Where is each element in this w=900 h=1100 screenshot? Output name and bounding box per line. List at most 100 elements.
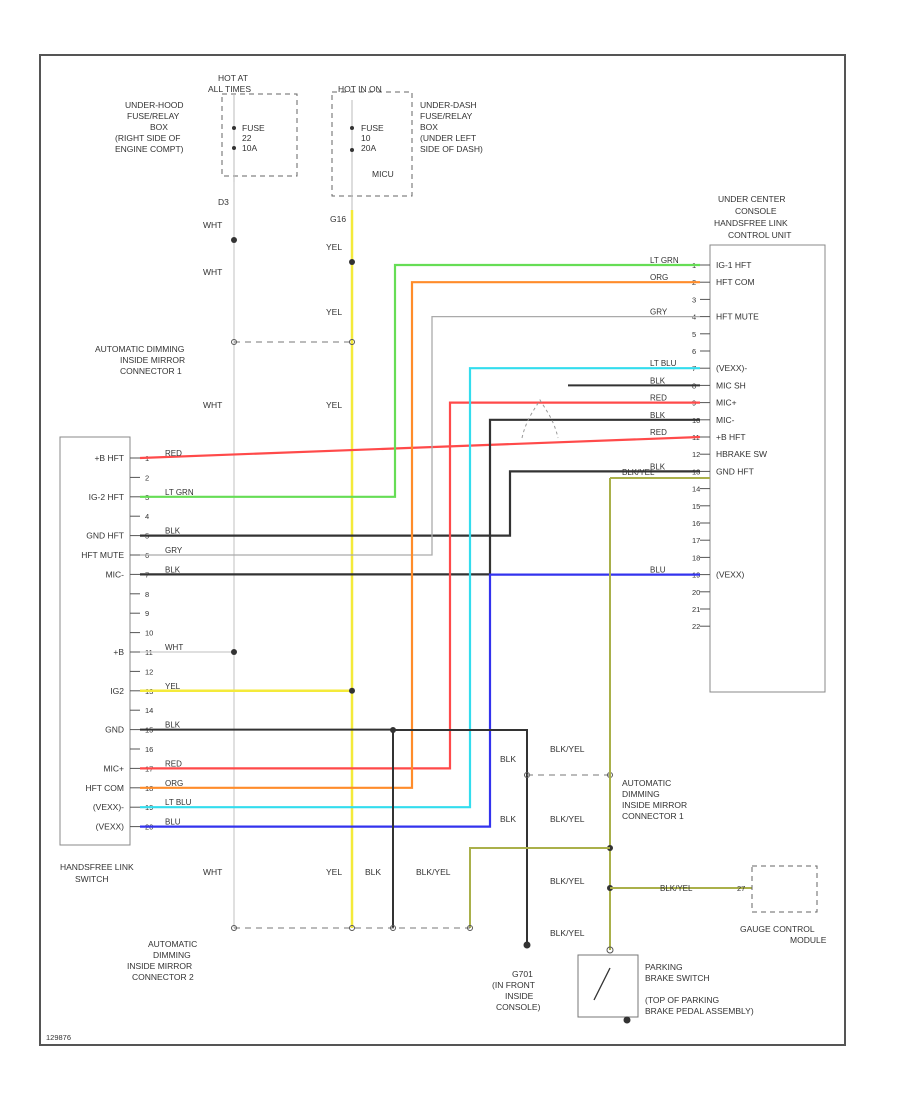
cu-pin-7-label: (VEXX)- (716, 363, 747, 373)
sw-pin-15-label: GND (105, 725, 124, 735)
mirror-conn2-label-3: INSIDE MIRROR (127, 961, 192, 971)
underhood-loc-3: BOX (150, 122, 168, 132)
handsfree-control-unit: UNDER CENTER CONSOLE HANDSFREE LINK CONT… (692, 194, 826, 693)
sw-pin-17-label: MIC+ (103, 763, 124, 773)
sw-pin-13-label: IG2 (110, 686, 124, 696)
cu-pin-2-label: HFT COM (716, 277, 755, 287)
diagram-frame (39, 54, 846, 1046)
mirror-conn1-label-2: INSIDE MIRROR (120, 355, 185, 365)
wire-sw18-color-label: ORG (165, 779, 183, 788)
sw-pin-20-label: (VEXX) (96, 822, 125, 832)
sw-pin-12-number: 12 (145, 667, 153, 676)
mirror-conn2-pin-wht (231, 925, 237, 931)
fuse-10-number: 10 (361, 133, 371, 143)
wire-cu1-color-label: LT GRN (650, 256, 679, 265)
blk-yel-pin12-label: BLK/YEL (622, 468, 655, 477)
switch-title-2: SWITCH (75, 874, 109, 884)
underdash-loc-4: (UNDER LEFT (420, 133, 476, 143)
blk-yel-label-4: BLK/YEL (550, 928, 585, 938)
control-unit-title-2: CONTROL UNIT (728, 230, 791, 240)
yel-label-2: YEL (326, 307, 342, 317)
cu-pin-4-label: HFT MUTE (716, 312, 759, 322)
blk-yel-label-3: BLK/YEL (550, 876, 585, 886)
underhood-loc-5: ENGINE COMPT) (115, 144, 184, 154)
parking-label-3: (TOP OF PARKING (645, 995, 719, 1005)
cu-pin-18-number: 18 (692, 553, 700, 562)
wire-sw5-color-label: BLK (165, 527, 181, 536)
mirror-conn2-label-4: CONNECTOR 2 (132, 972, 194, 982)
wht-label-3: WHT (203, 400, 222, 410)
wire-sw17-color-label: RED (165, 759, 182, 768)
sw-pin-3-label: IG-2 HFT (89, 492, 124, 502)
mirror-conn2-label-2: DIMMING (153, 950, 191, 960)
wire-cu13-color-label: BLK (650, 462, 666, 471)
sw-pin-19-label: (VEXX)- (93, 802, 124, 812)
sw-pin-18-label: HFT COM (85, 783, 124, 793)
underdash-loc-2: FUSE/RELAY (420, 111, 473, 121)
parking-brake-top-pin (606, 946, 614, 954)
underdash-terminal-g16: G16 (330, 214, 346, 224)
mirror-conn1b-label-2: DIMMING (622, 789, 660, 799)
underhood-terminal-d3: D3 (218, 197, 229, 207)
g701-label-1: G701 (512, 969, 533, 979)
underdash-fuse-box: HOT IN ON FUSE 10 20A MICU UNDER-DASH FU… (330, 84, 483, 224)
wire-sw7-color-label: BLK (165, 565, 181, 574)
hot-at-all-times-line2: ALL TIMES (208, 84, 251, 94)
cu-pin-6-number: 6 (692, 347, 696, 356)
g701-ground-dot (523, 941, 531, 949)
blk-label-3: BLK (365, 867, 381, 877)
fuse-22-bottom-terminal (232, 146, 236, 150)
wire-cu7-color-label: LT BLU (650, 359, 677, 368)
yel-label-4: YEL (326, 867, 342, 877)
mirror-conn1-left-pin (231, 339, 237, 345)
blk-label-1: BLK (500, 754, 516, 764)
wire-sw3-to-cu1 (140, 263, 700, 498)
gauge-label-2: MODULE (790, 935, 827, 945)
cu-pin-21-number: 21 (692, 605, 700, 614)
hot-at-all-times-line1: HOT AT (218, 73, 248, 83)
mic-shield-twist (521, 399, 559, 439)
underhood-loc-1: UNDER-HOOD (125, 100, 184, 110)
wire-sw19-to-cu7 (140, 367, 700, 809)
wire-cu4-color-label: GRY (650, 308, 668, 317)
wire-cu2-color-label: ORG (650, 273, 668, 282)
cu-pin-20-number: 20 (692, 588, 700, 597)
wire-sw6-color-label: GRY (165, 546, 183, 555)
cu-pin-15-number: 15 (692, 502, 700, 511)
wht-label-4: WHT (203, 867, 222, 877)
cu-pin-12-number: 12 (692, 450, 700, 459)
wht-sw11-splice (231, 649, 237, 655)
underhood-loc-2: FUSE/RELAY (127, 111, 180, 121)
blk-wire-to-g701 (393, 729, 528, 945)
control-unit-location-2: CONSOLE (735, 206, 777, 216)
underhood-fuse-box-outline (221, 93, 298, 177)
fuse-10-rating: 20A (361, 143, 376, 153)
mirror-conn2-label-1: AUTOMATIC (148, 939, 197, 949)
underhood-loc-4: (RIGHT SIDE OF (115, 133, 181, 143)
sw-pin-9-number: 9 (145, 609, 149, 618)
underhood-fuse-box: HOT AT ALL TIMES FUSE 22 10A UNDER-HOOD … (115, 73, 298, 207)
wire-sw11-color-label: WHT (165, 643, 183, 652)
sw-pin-10-number: 10 (145, 629, 153, 638)
wire-sw20-to-cu19 (140, 573, 700, 828)
micu-label: MICU (372, 169, 394, 179)
wire-sw5-to-cu13 (140, 470, 700, 537)
fuse-22-number: 22 (242, 133, 252, 143)
wire-cu19-color-label: BLU (650, 566, 666, 575)
fuse-22-top-terminal (232, 126, 236, 130)
switch-box (59, 436, 131, 846)
wire-sw7-to-cu10 (140, 418, 700, 576)
gauge-pin-number: 27 (737, 884, 745, 893)
gauge-control-module (751, 865, 818, 913)
mirror-conn1-label-1: AUTOMATIC DIMMING (95, 344, 184, 354)
mirror-conn1b-label-4: CONNECTOR 1 (622, 811, 684, 821)
cu-pin-5-number: 5 (692, 330, 696, 339)
blk-yel-branch-to-mirror2 (469, 847, 610, 928)
sw-pin-5-label: GND HFT (86, 531, 124, 541)
wire-sw3-color-label: LT GRN (165, 488, 194, 497)
control-unit-title-1: HANDSFREE LINK (714, 218, 788, 228)
wire-sw20-color-label: BLU (165, 818, 181, 827)
yel-splice-dot (349, 259, 355, 265)
